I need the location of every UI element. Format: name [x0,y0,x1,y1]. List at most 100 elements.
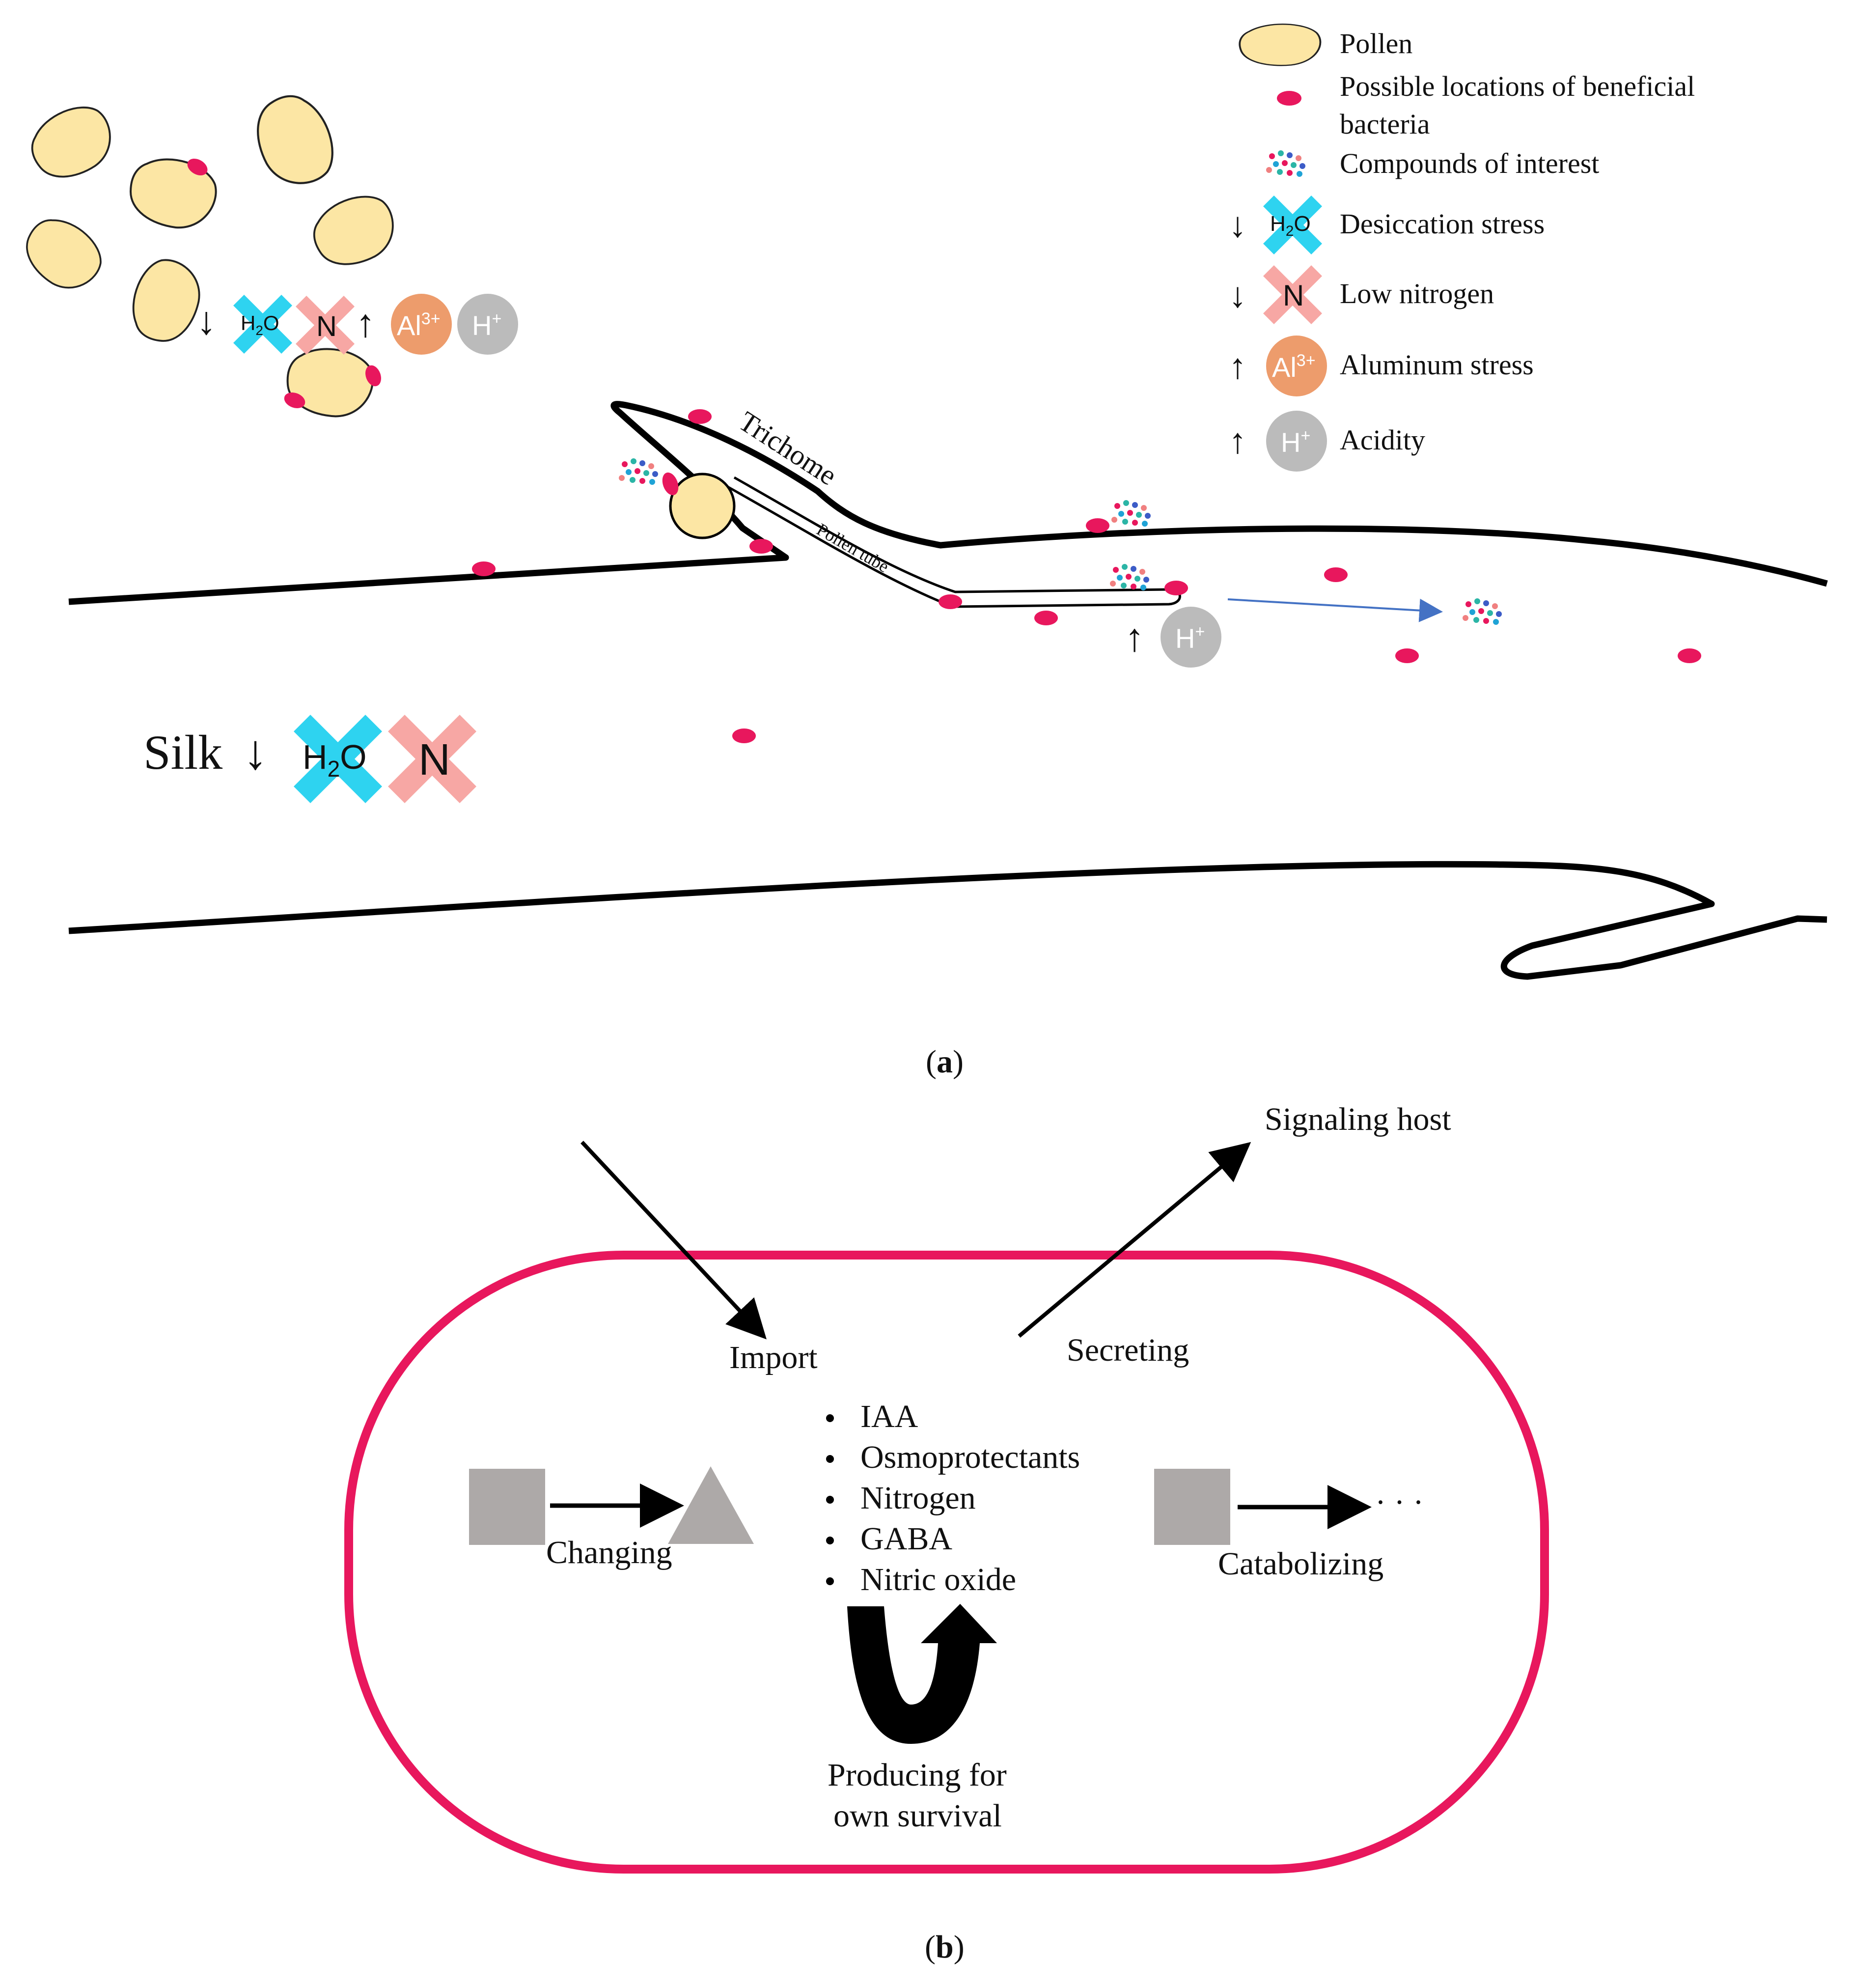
secreting-label: Secreting [1067,1332,1189,1368]
svg-text:GABA: GABA [860,1521,952,1557]
tube-acidity: ↑ H+ [1125,607,1221,668]
secreting-arrow [1018,1142,1251,1338]
nitrogen-icon: N [1263,265,1322,324]
silk-stress: Silk ↓ H2O N [143,715,476,803]
bacterium [939,594,962,609]
aluminum-icon: Al3+ [1266,336,1327,396]
silk-lower-outline [68,861,1827,980]
silk-structure: Trichome Pollen tube [68,401,1828,980]
svg-text:H2O: H2O [1270,212,1311,239]
bacterium [1678,648,1701,663]
pollen-stress-icons: ↓ H2O N ↑ Al3+ H+ [196,294,518,355]
bacterium [284,392,305,408]
down-arrow-icon: ↓ [1229,205,1246,245]
acidity-icon: H+ [1161,607,1221,668]
bacterial-cell [344,1251,1549,1874]
legend-compounds-label: Compounds of interest [1340,147,1599,179]
acidity-icon: H+ [457,294,518,355]
acidity-icon: H+ [1266,411,1327,472]
svg-text:H2O: H2O [303,738,367,782]
bacterium [1086,518,1109,533]
pollen-cluster [13,86,404,423]
attached-pollen [669,473,736,539]
catabolizing-process: · · · Catabolizing [1154,1469,1424,1582]
legend-desiccation: ↓ H2O Desiccation stress [1229,196,1545,254]
pollen-grain [304,186,404,276]
bacterium [365,365,381,387]
legend-aluminum: ↑ Al3+ Aluminum stress [1229,336,1534,396]
pollen-grain [122,149,223,237]
import-label: Import [729,1340,818,1375]
pollen-icon [1239,23,1322,67]
legend: Pollen Possible locations of beneficial … [1229,23,1695,472]
legend-bacteria-label-2: bacteria [1340,108,1430,140]
up-arrow-icon: ↑ [1125,616,1144,659]
svg-text:Al3+: Al3+ [397,309,441,341]
producing-label: Producing for [828,1757,1007,1793]
pollen-grain [247,86,343,194]
svg-text:Al3+: Al3+ [1272,351,1316,383]
compound-cluster [619,458,658,485]
svg-text:Osmoprotectants: Osmoprotectants [860,1439,1080,1475]
nitrogen-icon: N [296,296,355,355]
changing-process: Changing [469,1466,754,1570]
recycle-arrow-icon [847,1604,997,1744]
list-item: IAA [826,1399,918,1434]
list-item: Nitric oxide [826,1562,1016,1597]
legend-compounds: Compounds of interest [1266,147,1599,179]
changing-label: Changing [546,1535,672,1570]
svg-text:N: N [316,310,337,342]
list-item: GABA [826,1521,952,1557]
pollen-tube [726,476,1181,608]
svg-text:N: N [418,735,450,784]
legend-aluminum-label: Aluminum stress [1340,349,1534,381]
legend-bacteria-label: Possible locations of beneficial [1340,70,1695,102]
up-arrow-icon: ↑ [356,301,375,345]
svg-text:IAA: IAA [860,1399,918,1434]
compound-list: IAA Osmoprotectants Nitrogen GABA Nitric… [826,1399,1080,1597]
producing-label-2: own survival [833,1798,1002,1834]
legend-pollen: Pollen [1239,23,1412,67]
aluminum-icon: Al3+ [391,294,452,355]
compound-cluster [1110,564,1149,590]
bacterium [688,409,712,424]
silk-label: Silk [143,725,222,780]
panel-b-caption: (b) [925,1929,965,1965]
water-stress-icon: H2O [294,715,382,803]
bacterium [749,539,773,554]
legend-pollen-label: Pollen [1340,28,1412,59]
legend-bacteria: Possible locations of beneficial bacteri… [1277,70,1695,140]
bacterium [662,472,679,496]
import-arrow [580,1141,767,1340]
list-item: Osmoprotectants [826,1439,1080,1475]
svg-text:H+: H+ [1175,622,1205,654]
legend-acidity: ↑ H+ Acidity [1229,411,1425,472]
svg-text:H+: H+ [1281,426,1310,458]
water-stress-icon: H2O [233,295,292,354]
up-arrow-icon: ↑ [1229,421,1246,461]
panel-a: ↓ H2O N ↑ Al3+ H+ [13,23,1828,1080]
list-item: Nitrogen [826,1480,976,1516]
bacterium-icon [1277,91,1301,106]
water-stress-icon: H2O [1263,196,1322,254]
silk-upper-outline [68,401,1828,605]
legend-acidity-label: Acidity [1340,424,1425,456]
down-arrow-icon: ↓ [196,299,216,342]
substrate-square-icon [469,1469,545,1545]
ellipsis: · · · [1375,1484,1424,1520]
legend-low-nitrogen-label: Low nitrogen [1340,278,1494,309]
compound-cluster [1463,598,1502,625]
svg-text:Nitric oxide: Nitric oxide [860,1562,1016,1597]
pollen-grain [281,341,379,423]
bacterium [1164,581,1188,595]
svg-text:H2O: H2O [241,311,279,338]
up-arrow-icon: ↑ [1229,347,1246,386]
legend-low-nitrogen: ↓ N Low nitrogen [1229,265,1494,324]
pollen-grain [21,96,123,190]
svg-text:H+: H+ [472,309,501,341]
down-arrow-icon: ↓ [1229,276,1246,315]
compound-cluster [1111,500,1151,527]
legend-desiccation-label: Desiccation stress [1340,208,1545,240]
down-arrow-icon: ↓ [243,725,268,780]
